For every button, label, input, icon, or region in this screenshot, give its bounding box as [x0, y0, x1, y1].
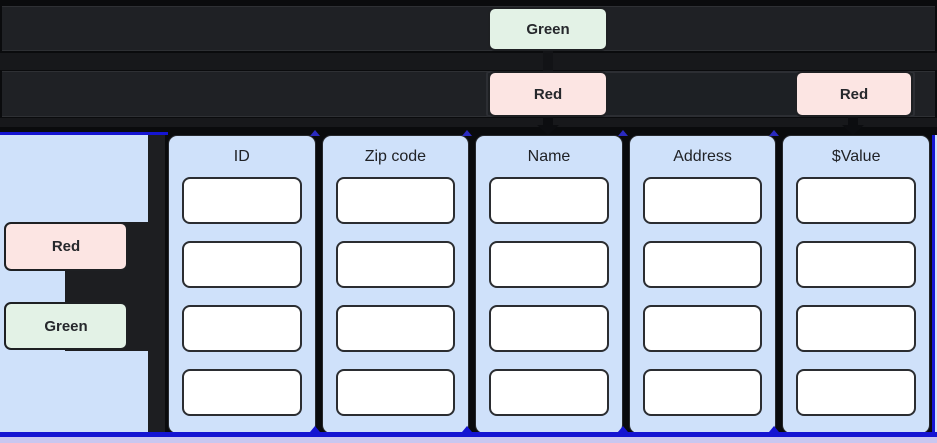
next-node-sliver: [935, 135, 937, 434]
seam-notch-icon: [769, 426, 779, 432]
row-gap-2: [0, 118, 937, 127]
badge-red-right-label: Red: [839, 85, 869, 103]
column-value[interactable]: $Value: [782, 135, 930, 434]
column-zip-code[interactable]: Zip code: [321, 135, 470, 434]
cell-box[interactable]: [489, 241, 609, 288]
cell-box[interactable]: [642, 241, 763, 288]
seam-notch-icon: [769, 130, 779, 136]
cell-box[interactable]: [182, 241, 302, 288]
seam-notch-icon: [462, 426, 472, 432]
cell-box[interactable]: [642, 305, 763, 352]
seam-notch-icon: [310, 426, 320, 432]
cell-box[interactable]: [796, 368, 916, 416]
seam-notch-icon: [310, 130, 320, 136]
column-name[interactable]: Name: [475, 135, 623, 434]
column-name-header: Name: [527, 147, 571, 165]
connector-green-to-red: [543, 51, 553, 71]
cell-box[interactable]: [335, 177, 456, 225]
bottom-lavender-strip: [0, 437, 937, 443]
badge-green-left[interactable]: Green: [4, 302, 128, 350]
badge-red-left[interactable]: Red: [4, 222, 128, 271]
badge-green-top-label: Green: [526, 20, 570, 38]
column-id[interactable]: ID: [168, 135, 316, 434]
connector-red-right-stem: [848, 117, 858, 126]
right-edge-border: [932, 135, 935, 437]
cell-box[interactable]: [489, 305, 609, 352]
cell-box[interactable]: [796, 241, 916, 288]
column-zip-code-header: Zip code: [364, 147, 427, 165]
cell-box[interactable]: [182, 177, 302, 225]
cell-box[interactable]: [489, 368, 609, 416]
cell-box[interactable]: [489, 177, 609, 225]
arrow-to-value-column-icon: [842, 125, 864, 135]
column-address-header: Address: [673, 147, 732, 165]
cell-box[interactable]: [642, 368, 763, 416]
seam-notch-icon: [618, 426, 628, 432]
badge-green-top[interactable]: Green: [488, 7, 608, 51]
left-node-top-border: [0, 132, 168, 135]
column-address[interactable]: Address: [628, 135, 777, 434]
column-value-header: $Value: [831, 147, 881, 165]
cell-box[interactable]: [642, 177, 763, 225]
redaction-bar-top: [2, 6, 935, 51]
badge-red-left-label: Red: [51, 238, 81, 255]
seam-notch-icon: [462, 130, 472, 136]
cell-box[interactable]: [796, 177, 916, 225]
badge-red-center-label: Red: [533, 85, 563, 103]
cell-box[interactable]: [182, 368, 302, 416]
column-id-header: ID: [233, 147, 250, 165]
connector-red-center-stem: [543, 117, 553, 126]
bottom-border-line: [0, 432, 937, 437]
cell-box[interactable]: [335, 305, 456, 352]
badge-red-center[interactable]: Red: [488, 71, 608, 117]
badge-red-right[interactable]: Red: [795, 71, 913, 117]
row-gap-1: [0, 53, 937, 70]
cell-box[interactable]: [796, 305, 916, 352]
seam-notch-icon: [618, 130, 628, 136]
cell-box[interactable]: [335, 368, 456, 416]
table: ID Zip code Name Address: [168, 135, 930, 434]
arrow-to-name-column-icon: [537, 125, 559, 135]
cell-box[interactable]: [182, 305, 302, 352]
cell-box[interactable]: [335, 241, 456, 288]
badge-green-left-label: Green: [44, 317, 88, 335]
